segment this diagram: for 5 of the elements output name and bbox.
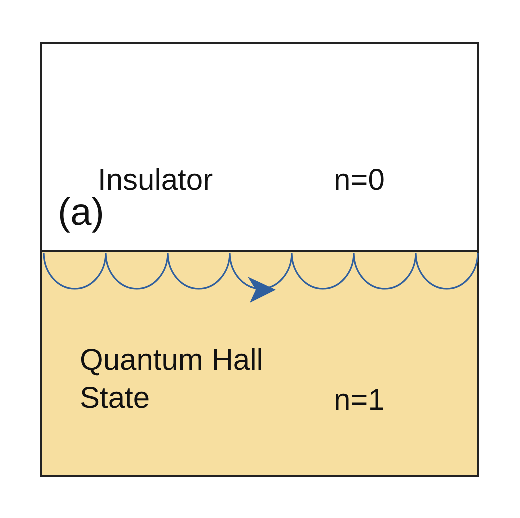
filling-number: n=0 [334,163,385,199]
insulator-region [40,42,479,252]
quantum-hall-region [40,250,479,477]
region-label: Quantum Hall State [80,343,264,416]
filling-number: n=1 [334,383,385,419]
